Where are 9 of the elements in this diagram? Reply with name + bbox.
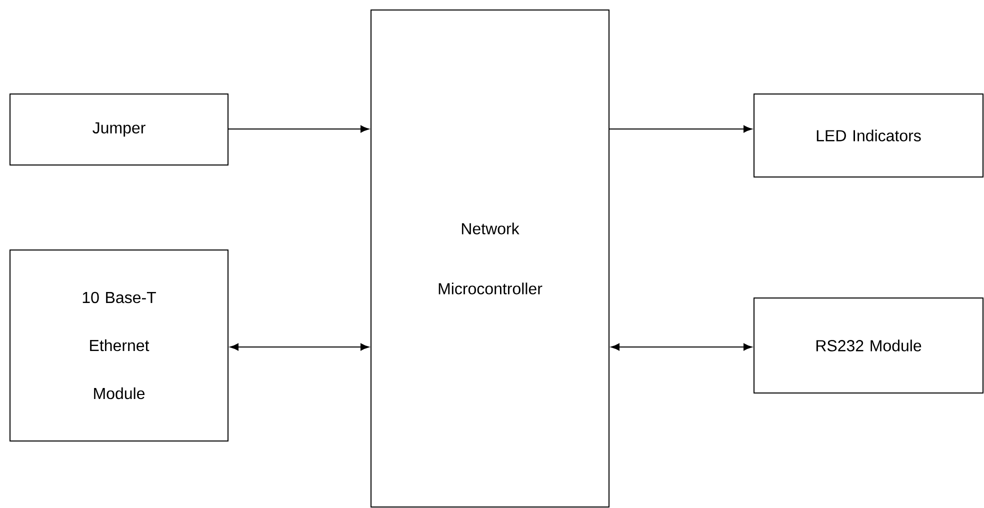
arrow [610,343,752,351]
block-box: Network Microcontroller [370,10,610,508]
arrow [228,125,370,133]
arrow [609,125,752,133]
arrow [230,343,370,351]
block-box: LED Indicators [754,94,984,178]
block-box: RS232 Module [754,298,984,394]
block-box: 10 Base-T Ethernet Module [10,250,228,442]
block-box: Jumper [10,94,228,166]
